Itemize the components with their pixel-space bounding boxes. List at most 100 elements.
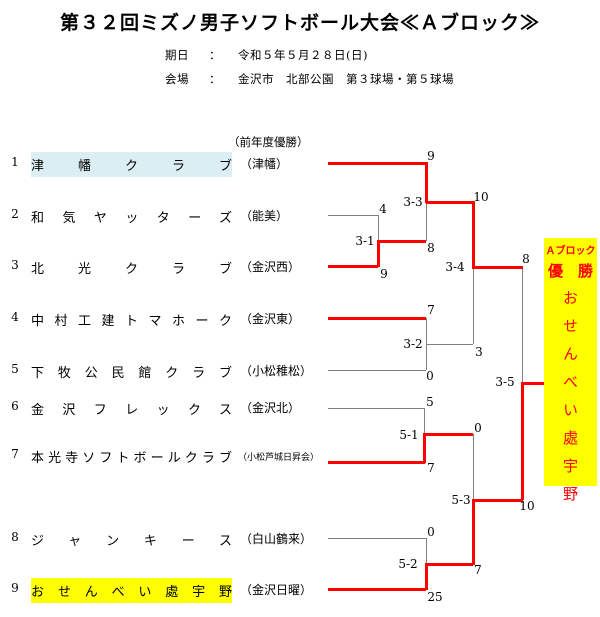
line-game-3-1-bottom (377, 240, 380, 267)
score-5-1-bottom: 7 (427, 461, 435, 475)
line-game-3-4-bottom (473, 267, 474, 344)
venue-value: 金沢市 北部公園 第３球場・第５球場 (238, 72, 454, 86)
line-winner-5-1 (423, 433, 473, 436)
team-affiliation: （金沢北） (240, 401, 301, 415)
page-title: 第３２回ミズノ男子ソフトボール大会≪Ａブロック≫ (59, 12, 540, 34)
team-name: 本光寺ソフトボールクラブ (31, 451, 232, 466)
team-name: 金沢フレックス (31, 403, 232, 418)
score-final-bottom: 10 (519, 499, 535, 513)
team-affiliation: （金沢東） (240, 312, 301, 326)
line-winner-3-3 (426, 201, 473, 204)
line-game-5-2-top (426, 538, 427, 564)
score-3-4-bottom: 3 (475, 345, 483, 359)
team-row-3: 3 北光クラブ （金沢西） (0, 253, 340, 279)
team-seed: 7 (11, 447, 19, 461)
line-team-3 (328, 265, 378, 268)
team-seed: 8 (11, 530, 19, 544)
team-row-5: 5 下牧公民館クラブ （小松稚松） (0, 357, 340, 383)
team-affiliation: （能美） (240, 209, 289, 223)
line-game-5-2-bottom (425, 563, 428, 590)
team-name: 下牧公民館クラブ (31, 366, 232, 381)
team-affiliation: （小松稚松） (240, 364, 313, 378)
score-3-3-top: 9 (427, 149, 435, 163)
date-colon: ： (209, 48, 221, 62)
venue-label: 会場 (165, 72, 189, 86)
line-final-top (522, 267, 523, 383)
date-label: 期日 (165, 48, 189, 62)
score-5-3-bottom: 7 (474, 563, 482, 577)
team-seed: 9 (11, 581, 19, 595)
team-affiliation: （金沢日曜） (240, 583, 313, 597)
date-value: 令和５年５月２８日(日) (238, 48, 368, 62)
champion-title: 優 勝 (547, 262, 593, 280)
team-row-4: 4 中村工建トマホーク （金沢東） (0, 305, 340, 331)
score-3-3-bottom: 8 (427, 241, 435, 255)
line-team-7 (328, 461, 425, 464)
line-winner-final (521, 382, 547, 385)
team-affiliation: （白山鶴来） (240, 532, 313, 546)
score-5-3-top: 0 (474, 421, 482, 435)
team-name: 北光クラブ (31, 262, 232, 277)
score-final-top: 8 (522, 252, 530, 266)
team-seed: 2 (11, 207, 19, 221)
team-name: 中村工建トマホーク (31, 314, 232, 329)
line-game-5-1-bottom (423, 433, 426, 463)
champion-block-label: Ａブロック (545, 246, 596, 257)
line-winner-3-1 (378, 240, 426, 243)
champion-name: おせんべい處宇野 (561, 290, 579, 514)
line-game-3-3-bottom (426, 202, 427, 241)
team-affiliation: （小松芦城日昇会） (238, 453, 320, 463)
game-label-3-3: 3-3 (403, 195, 423, 209)
score-3-1-top: 4 (379, 202, 387, 216)
game-label-3-1: 3-1 (355, 234, 375, 248)
team-row-9: 9 おせんべい處宇野 （金沢日曜） (0, 576, 340, 603)
game-label-5-1: 5-1 (399, 428, 419, 442)
team-seed: 6 (11, 399, 19, 413)
game-label-5-3: 5-3 (451, 493, 471, 507)
line-game-5-3-top (473, 434, 474, 500)
line-team-6 (328, 408, 424, 409)
score-5-2-bottom: 25 (427, 590, 443, 604)
score-3-2-top: 7 (427, 303, 435, 317)
game-label-3-4: 3-4 (445, 260, 465, 274)
team-seed: 3 (11, 258, 19, 272)
line-team-8 (328, 538, 426, 539)
team-seed: 4 (11, 310, 19, 324)
team-name: 和気ヤッターズ (31, 211, 232, 226)
line-game-3-4-top (472, 201, 475, 268)
line-winner-3-4 (472, 266, 523, 269)
score-3-2-bottom: 0 (426, 369, 434, 383)
line-winner-5-2 (426, 563, 473, 566)
line-team-9 (328, 588, 426, 591)
team-seed: 5 (11, 362, 19, 376)
team-row-8: 8 ジャンキース （白山鶴来） (0, 525, 340, 551)
team-affiliation: （金沢西） (240, 260, 301, 274)
game-label-3-5: 3-5 (495, 375, 515, 389)
team-row-2: 2 和気ヤッターズ （能美） (0, 202, 340, 228)
team-row-1: 1 津幡クラブ （津幡） (0, 150, 340, 177)
line-game-5-1-top (424, 408, 425, 434)
team-row-7: 7 本光寺ソフトボールクラブ （小松芦城日昇会） (0, 442, 340, 468)
previous-champion-note: （前年度優勝） (228, 135, 309, 149)
team-name: ジャンキース (31, 534, 232, 549)
game-label-5-2: 5-2 (398, 557, 418, 571)
champion-box: Ａブロック 優 勝 おせんべい處宇野 (544, 238, 597, 514)
line-winner-5-3 (472, 499, 523, 502)
line-team-1 (328, 162, 427, 165)
venue-colon: ： (209, 72, 221, 86)
score-5-2-top: 0 (427, 525, 435, 539)
team-name-highlighted: おせんべい處宇野 (31, 578, 232, 603)
line-team-4 (328, 317, 426, 320)
team-row-6: 6 金沢フレックス （金沢北） (0, 394, 340, 420)
team-affiliation: （津幡） (240, 157, 289, 171)
line-game-5-3-bottom (472, 499, 475, 565)
score-3-1-bottom: 9 (380, 267, 388, 281)
line-game-3-1-top (378, 215, 379, 241)
score-5-1-top: 5 (426, 395, 434, 409)
line-team-5 (328, 370, 426, 371)
line-team-2 (328, 215, 378, 216)
line-final-bottom (521, 382, 524, 500)
line-game-3-3-top (425, 162, 428, 203)
line-winner-3-2 (426, 344, 473, 345)
team-seed: 1 (11, 155, 19, 169)
